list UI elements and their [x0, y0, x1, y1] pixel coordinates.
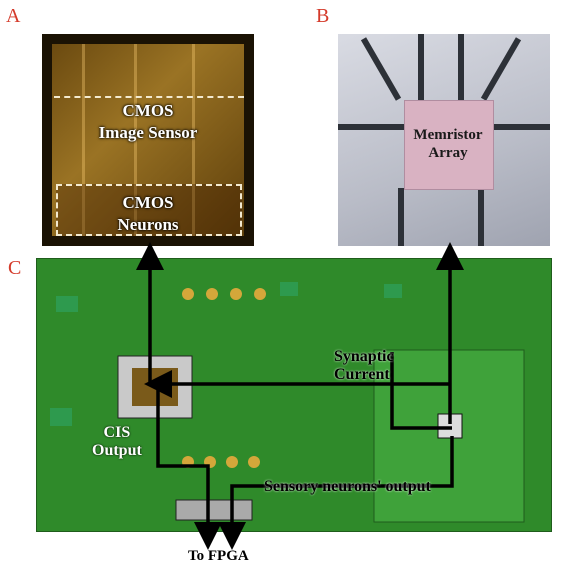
die-stripe	[82, 44, 85, 236]
cmos-image-sensor-label: CMOS Image Sensor	[42, 100, 254, 144]
bond-wire	[458, 34, 464, 100]
bond-wire	[478, 188, 484, 246]
synaptic-trace	[390, 352, 452, 430]
label-line: Image Sensor	[98, 123, 198, 142]
synaptic-current-label: Synaptic Current	[334, 348, 394, 384]
sma-connector	[226, 456, 238, 468]
memristor-socket	[437, 413, 463, 439]
arrow-cis-output	[156, 388, 222, 550]
board-connector	[50, 408, 72, 426]
fpga-connector	[175, 499, 253, 521]
panel-letter-c: C	[8, 257, 22, 279]
to-fpga-label: To FPGA	[188, 548, 249, 564]
sma-connector	[230, 288, 242, 300]
board-connector	[280, 282, 298, 296]
label-line: Synaptic	[334, 348, 394, 365]
cmos-chip-photo: CMOS Image Sensor CMOS Neurons	[42, 34, 254, 246]
sma-connector	[248, 456, 260, 468]
label-line: Array	[428, 145, 468, 161]
panel-letter-b: B	[316, 5, 330, 27]
memristor-pad	[404, 100, 494, 190]
arrow-sensory-output	[218, 436, 454, 550]
board-connector	[56, 296, 78, 312]
label-line: Output	[92, 442, 142, 459]
bond-wire	[492, 124, 550, 130]
cis-output-label: CIS Output	[92, 424, 142, 460]
sma-connector	[254, 288, 266, 300]
memristor-photo: Memristor Array	[338, 34, 550, 246]
bond-wire	[418, 34, 424, 100]
sensory-output-label: Sensory neurons' output	[264, 478, 431, 495]
cis-chip	[132, 368, 178, 406]
label-line: CMOS	[122, 101, 174, 120]
board-connector	[384, 284, 402, 298]
sma-connector	[182, 288, 194, 300]
label-line: CIS	[103, 424, 131, 441]
sensor-divider	[54, 96, 244, 100]
chip-die	[52, 44, 244, 236]
label-line: Memristor	[413, 127, 483, 143]
cmos-neurons-label: CMOS Neurons	[42, 192, 254, 236]
die-stripe	[134, 44, 137, 236]
label-line: Neurons	[117, 215, 179, 234]
sma-connector	[206, 288, 218, 300]
neuron-region-box	[56, 184, 242, 236]
label-line: Current	[334, 366, 390, 383]
label-line: CMOS	[122, 193, 174, 212]
memristor-array-label: Memristor Array	[404, 126, 492, 162]
die-stripe	[192, 44, 195, 236]
bond-wire	[398, 188, 404, 246]
bond-wire	[338, 124, 404, 130]
panel-letter-a: A	[6, 5, 21, 27]
